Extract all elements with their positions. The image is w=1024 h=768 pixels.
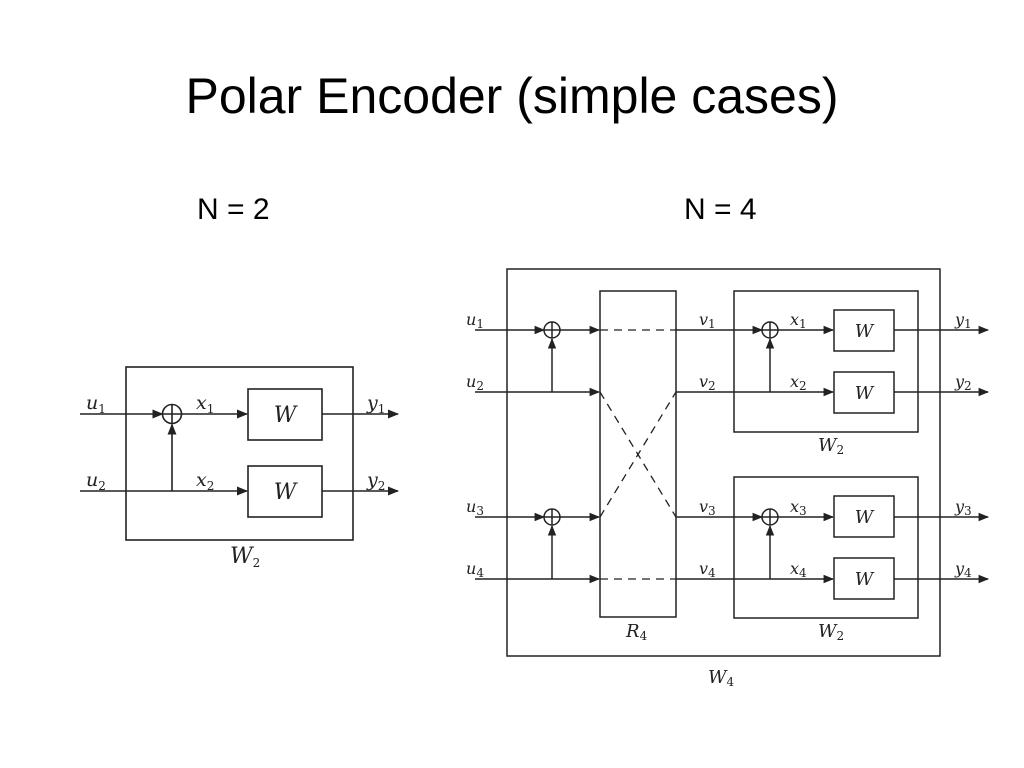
- n2-label-u2: u2: [86, 469, 106, 493]
- n4-block-label: W4: [708, 667, 735, 689]
- n2-labels: u1 u2 x1 x2 y1 y2 W W W2: [86, 392, 385, 570]
- n4-channel-label-4: W: [855, 569, 875, 590]
- n4-label-y4: y4: [954, 559, 972, 580]
- n4-label-x1: x1: [790, 310, 807, 331]
- n4-label-u4: u4: [466, 559, 484, 580]
- n4-channel-label-2: W: [855, 383, 875, 404]
- n4-label-x4: x4: [790, 559, 807, 580]
- n4-sub-block-label-top: W2: [818, 435, 844, 457]
- n4-labels: u1 u2 u3 u4 v1 v2 v3 v4 x1 x2 x3 x4 y1 y…: [466, 310, 972, 689]
- n4-label-v3: v3: [699, 497, 716, 518]
- heading-n4: N = 4: [684, 193, 757, 226]
- n4-label-y2: y2: [954, 372, 972, 393]
- n4-channel-label-3: W: [855, 507, 875, 528]
- n4-label-x3: x3: [790, 497, 807, 518]
- n4-label-v4: v4: [699, 559, 716, 580]
- slide-title: Polar Encoder (simple cases): [185, 68, 839, 124]
- n4-encoder: [475, 268, 990, 657]
- n4-channel-label-1: W: [855, 321, 875, 342]
- heading-n2: N = 2: [197, 193, 270, 226]
- n4-label-y1: y1: [954, 310, 972, 331]
- n4-sub-block-bottom: [733, 476, 919, 619]
- n2-channel-label-1: W: [274, 403, 299, 428]
- n2-block-label: W2: [230, 544, 260, 570]
- n2-label-x1: x1: [196, 392, 214, 416]
- n4-label-x2: x2: [790, 372, 807, 393]
- n4-label-y3: y3: [954, 497, 972, 518]
- n4-label-v2: v2: [699, 372, 716, 393]
- n4-label-u2: u2: [466, 372, 484, 393]
- n4-block-w4: [506, 268, 941, 657]
- n2-label-x2: x2: [196, 469, 214, 493]
- n2-label-y1: y1: [366, 392, 385, 416]
- n4-sub-block-top: [733, 290, 919, 433]
- n4-perm-label: R4: [625, 621, 648, 643]
- n4-label-v1: v1: [699, 310, 716, 331]
- n4-sub-block-label-bottom: W2: [818, 621, 844, 643]
- n4-label-u3: u3: [466, 497, 484, 518]
- n2-block-w2: [125, 366, 354, 541]
- n2-encoder: [80, 366, 400, 541]
- n2-label-y2: y2: [366, 469, 385, 493]
- n4-permutation-r4: [599, 290, 677, 618]
- n4-label-u1: u1: [466, 310, 484, 331]
- n4-permutation-wires: [599, 329, 677, 580]
- n2-channel-label-2: W: [274, 480, 299, 505]
- n2-label-u1: u1: [86, 392, 106, 416]
